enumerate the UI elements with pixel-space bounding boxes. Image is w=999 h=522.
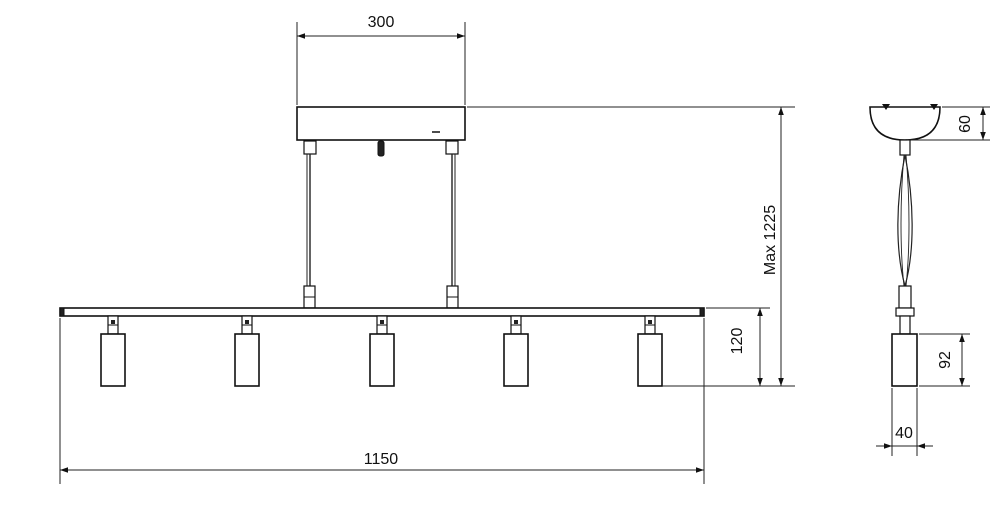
spotlight (369, 315, 395, 387)
side-cables (895, 154, 915, 335)
spotlight (503, 315, 529, 387)
side-spotlight (891, 333, 918, 387)
front-view: 300 Max 1225 120 1150 (59, 14, 795, 484)
ceiling-canopy (296, 106, 466, 157)
dimension-label-canopy-width: 300 (368, 14, 395, 31)
dimension-canopy-width: 300 (296, 14, 466, 105)
dimension-spot-height: 92 (919, 333, 970, 387)
spotlight (637, 315, 663, 387)
spotlight-head (637, 333, 663, 387)
dimension-label-max-height: Max 1225 (762, 205, 779, 275)
spotlight (100, 315, 126, 387)
dimension-label-total-length: 1150 (364, 451, 399, 468)
spotlight-head (369, 333, 395, 387)
dimension-label-canopy-height: 60 (957, 115, 974, 133)
dimension-canopy-height: 60 (907, 106, 990, 141)
side-canopy (869, 104, 941, 156)
side-view: 60 92 40 (869, 104, 990, 456)
spotlights (100, 315, 663, 387)
dimension-spot-drop: 120 (706, 307, 770, 386)
spotlight-head (100, 333, 126, 387)
spotlight-head (503, 333, 529, 387)
suspension-cables (303, 154, 459, 309)
dimension-max-height: Max 1225 (467, 106, 795, 387)
dimension-total-length: 1150 (59, 318, 705, 484)
spotlight (234, 315, 260, 387)
spotlight-head (234, 333, 260, 387)
dimension-label-spot-diameter: 40 (895, 425, 913, 442)
light-bar (59, 307, 705, 317)
dimension-label-spot-drop: 120 (729, 328, 746, 355)
dimension-label-spot-height: 92 (937, 351, 954, 369)
dimension-spot-diameter: 40 (876, 388, 933, 456)
